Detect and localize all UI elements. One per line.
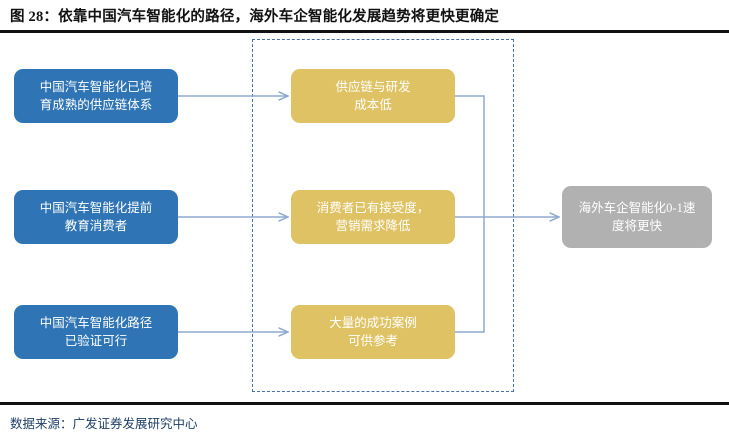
effect-node-1[interactable]: 供应链与研发 成本低 <box>291 69 455 123</box>
effect-node-3[interactable]: 大量的成功案例 可供参考 <box>291 305 455 359</box>
effect-node-1-label: 供应链与研发 成本低 <box>335 79 411 112</box>
title-divider-rule <box>0 30 729 33</box>
source-text: 数据来源：广发证券发展研究中心 <box>10 416 198 431</box>
cause-node-2-label: 中国汽车智能化提前 教育消费者 <box>39 200 153 233</box>
source-divider-rule <box>0 402 729 405</box>
dashed-group-region <box>252 39 514 392</box>
diagram-canvas: 中国汽车智能化已培 育成熟的供应链体系 中国汽车智能化提前 教育消费者 中国汽车… <box>0 33 729 401</box>
cause-node-3[interactable]: 中国汽车智能化路径 已验证可行 <box>14 305 178 359</box>
cause-node-1[interactable]: 中国汽车智能化已培 育成熟的供应链体系 <box>14 69 178 123</box>
cause-node-3-label: 中国汽车智能化路径 已验证可行 <box>39 315 153 348</box>
cause-node-1-label: 中国汽车智能化已培 育成熟的供应链体系 <box>39 79 153 112</box>
figure-title-bar: 图 28：依靠中国汽车智能化的路径，海外车企智能化发展趋势将更快更确定 <box>0 0 729 31</box>
page-title: 图 28：依靠中国汽车智能化的路径，海外车企智能化发展趋势将更快更确定 <box>10 9 500 25</box>
outcome-node-label: 海外车企智能化0-1速 度将更快 <box>578 200 696 233</box>
source-footer: 数据来源：广发证券发展研究中心 <box>10 410 710 434</box>
effect-node-2[interactable]: 消费者已有接受度， 营销需求降低 <box>291 190 455 244</box>
outcome-node[interactable]: 海外车企智能化0-1速 度将更快 <box>562 186 712 248</box>
cause-node-2[interactable]: 中国汽车智能化提前 教育消费者 <box>14 190 178 244</box>
effect-node-3-label: 大量的成功案例 可供参考 <box>329 315 417 348</box>
effect-node-2-label: 消费者已有接受度， 营销需求降低 <box>316 200 430 233</box>
